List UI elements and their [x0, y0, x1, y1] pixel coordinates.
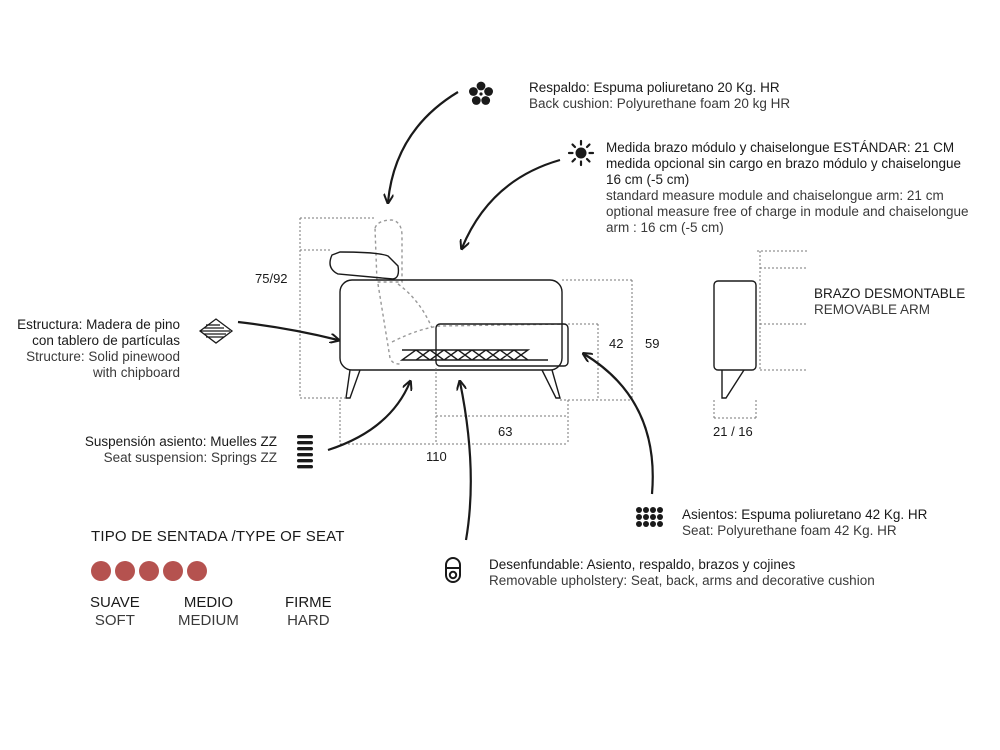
dim-arm-width: 21 / 16 — [713, 424, 753, 439]
spring-icon — [297, 435, 313, 469]
arm-es-1: Medida brazo módulo y chaiselongue ESTÁN… — [606, 140, 955, 155]
sofa-leg-right — [541, 369, 561, 399]
arrow-structure — [237, 320, 338, 340]
removable-arm-label: BRAZO DESMONTABLE REMOVABLE ARM — [814, 286, 965, 318]
dim-seat-depth: 63 — [498, 424, 513, 439]
suspension-es: Suspensión asiento: Muelles ZZ — [84, 434, 277, 449]
dim-height: 75/92 — [255, 271, 288, 286]
cover-icon — [445, 557, 461, 583]
sofa-body — [339, 279, 563, 371]
dots-grid-icon — [636, 507, 663, 527]
arm-en-1: standard measure module and chaiselongue… — [606, 188, 944, 203]
seat-level-medium: MEDIO MEDIUM — [178, 594, 239, 630]
seat-cushion — [435, 323, 569, 367]
arrow-seat — [584, 354, 654, 495]
seat-type-dot — [91, 561, 111, 581]
seat-level-hard: FIRME HARD — [285, 594, 332, 630]
seat-level-soft-es: SUAVE — [90, 594, 140, 611]
arm-es-3: 16 cm (-5 cm) — [606, 172, 690, 187]
seat-level-hard-es: FIRME — [285, 594, 332, 611]
arrow-removable — [460, 382, 472, 541]
headrest-outline — [329, 251, 400, 280]
seat-es: Asientos: Espuma poliuretano 42 Kg. HR — [682, 507, 928, 522]
removable-arm-es: BRAZO DESMONTABLE — [814, 286, 966, 301]
removable-callout: Desenfundable: Asiento, respaldo, brazos… — [489, 557, 875, 589]
seat-en: Seat: Polyurethane foam 42 Kg. HR — [682, 523, 897, 538]
dim-total-depth: 110 — [426, 449, 447, 464]
structure-en-1: Structure: Solid pinewood — [26, 349, 180, 364]
suspension-en: Seat suspension: Springs ZZ — [103, 450, 277, 465]
zz-springs — [399, 349, 548, 361]
arm-body — [713, 280, 757, 371]
seat-callout: Asientos: Espuma poliuretano 42 Kg. HR S… — [682, 507, 927, 539]
removable-en: Removable upholstery: Seat, back, arms a… — [489, 573, 875, 588]
removable-es: Desenfundable: Asiento, respaldo, brazos… — [489, 557, 796, 572]
arrows — [237, 91, 654, 541]
structure-en-2: with chipboard — [92, 365, 180, 380]
dim-seat-height: 42 — [609, 336, 624, 351]
seat-level-medium-en: MEDIUM — [178, 612, 239, 629]
structure-es-2: con tablero de partículas — [32, 333, 180, 348]
layers-icon — [198, 318, 234, 344]
seat-level-soft: SUAVE SOFT — [90, 594, 140, 630]
dimension-lines — [299, 217, 633, 445]
arm-callout: Medida brazo módulo y chaiselongue ESTÁN… — [606, 140, 969, 236]
seat-level-soft-en: SOFT — [94, 612, 135, 629]
seat-type-dot — [115, 561, 135, 581]
backrest-en: Back cushion: Polyurethane foam 20 kg HR — [529, 96, 791, 111]
sun-icon — [567, 139, 595, 167]
arm-es-2: medida opcional sin cargo en brazo módul… — [606, 156, 961, 171]
suspension-callout: Suspensión asiento: Muelles ZZ Seat susp… — [85, 434, 277, 466]
sofa-leg-left — [345, 369, 361, 399]
arm-en-2: optional measure free of charge in modul… — [606, 204, 969, 219]
arrow-suspension — [327, 382, 410, 452]
seat-type-dot — [163, 561, 183, 581]
removable-arm-en: REMOVABLE ARM — [814, 302, 931, 317]
removable-arm-view — [713, 280, 757, 399]
sofa-side-view — [329, 219, 569, 399]
backrest-es: Respaldo: Espuma poliuretano 20 Kg. HR — [529, 80, 780, 95]
seat-type-dot — [187, 561, 207, 581]
seat-level-hard-en: HARD — [287, 612, 330, 629]
arm-en-3: arm : 16 cm (-5 cm) — [606, 220, 724, 235]
seat-type-dot — [139, 561, 159, 581]
structure-es-1: Estructura: Madera de pino — [17, 317, 180, 332]
seat-level-medium-es: MEDIO — [183, 594, 233, 611]
arrow-arm — [462, 158, 561, 248]
seat-type-title: TIPO DE SENTADA /TYPE OF SEAT — [91, 528, 345, 545]
flower-icon — [469, 81, 493, 105]
structure-callout: Estructura: Madera de pino con tablero d… — [17, 317, 180, 381]
seat-type-dots — [91, 561, 207, 581]
backrest-callout: Respaldo: Espuma poliuretano 20 Kg. HR B… — [529, 80, 790, 112]
arrow-backrest — [388, 91, 459, 202]
dim-arm-height: 59 — [645, 336, 660, 351]
arm-leg — [721, 369, 745, 399]
